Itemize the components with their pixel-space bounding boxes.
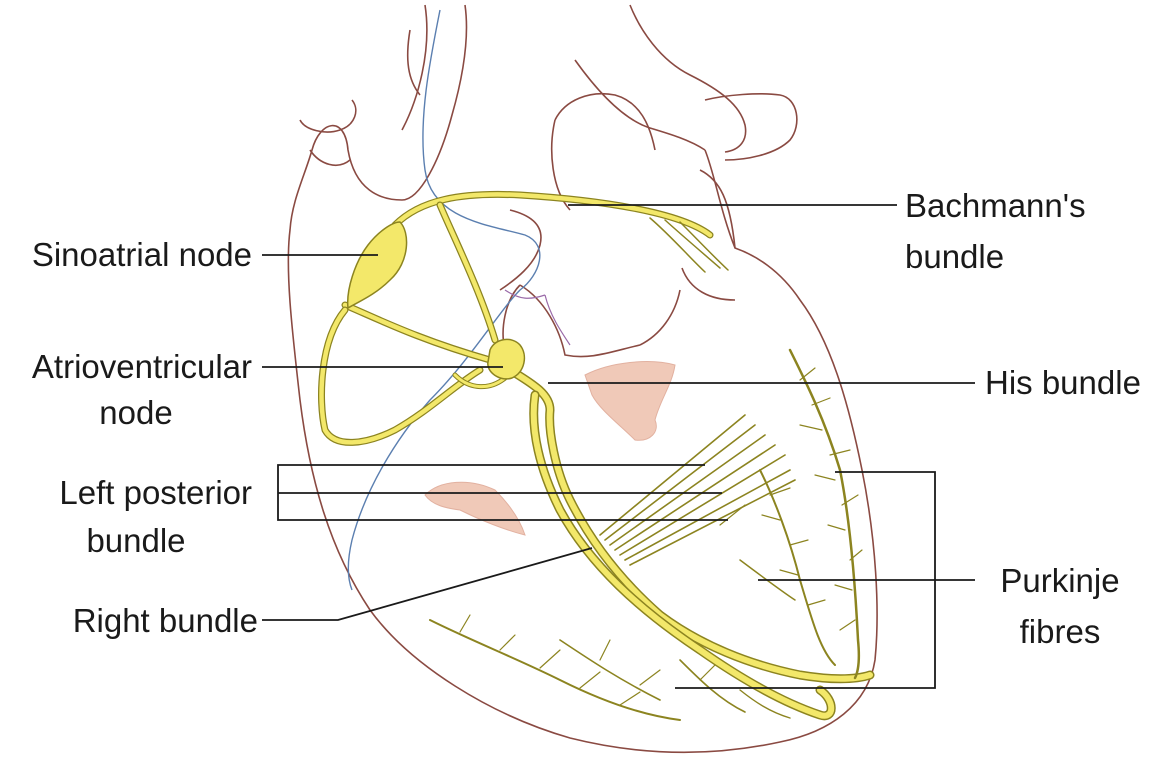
label-atrioventricular-node-line1: Atrioventricular [20, 344, 252, 390]
label-left-posterior-bundle-line1: Left posterior [20, 470, 252, 516]
label-purkinje-fibres-line1: Purkinje [975, 558, 1145, 604]
atrioventricular-node-shape [488, 339, 525, 378]
label-sinoatrial-node: Sinoatrial node [20, 232, 252, 278]
heart-outline [288, 5, 877, 752]
label-purkinje-fibres-line2: fibres [975, 609, 1145, 655]
label-atrioventricular-node-line2: node [20, 390, 252, 436]
sinoatrial-node-shape [348, 222, 407, 308]
label-bachmanns-bundle-line1: Bachmann's [905, 183, 1086, 229]
label-right-bundle: Right bundle [20, 598, 258, 644]
label-bachmanns-bundle-line2: bundle [905, 234, 1004, 280]
label-left-posterior-bundle-line2: bundle [20, 518, 252, 564]
conduction-system [322, 194, 870, 720]
leader-right-bundle [262, 548, 592, 620]
label-his-bundle: His bundle [985, 360, 1141, 406]
